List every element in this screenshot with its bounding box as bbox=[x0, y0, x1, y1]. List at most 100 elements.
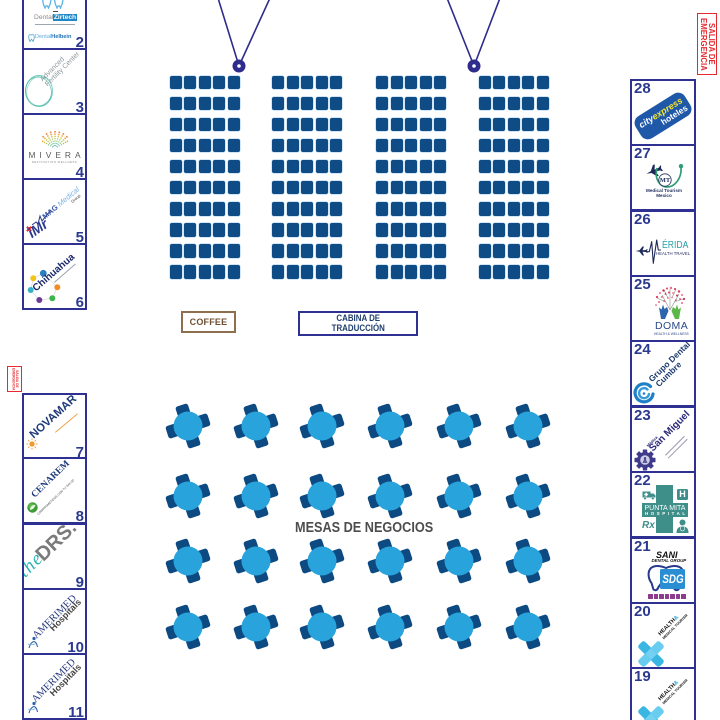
seat bbox=[286, 76, 299, 90]
seat bbox=[493, 76, 506, 90]
seat bbox=[227, 160, 240, 174]
foliage-dot bbox=[671, 296, 673, 299]
seat bbox=[286, 97, 299, 111]
seat bbox=[390, 181, 403, 195]
table-top bbox=[513, 411, 543, 441]
booth-26: ÉRIDA HEALTH TRAVEL 26 bbox=[630, 210, 696, 277]
seat bbox=[522, 223, 535, 237]
logo-punta-mita-subtitle: HOSPITAL bbox=[644, 511, 688, 516]
cross-shape bbox=[26, 226, 32, 232]
fan-dot bbox=[56, 145, 57, 147]
business-table bbox=[233, 538, 279, 584]
leaf-shape bbox=[30, 504, 36, 510]
fan-dot bbox=[50, 133, 53, 136]
projector-beam-line bbox=[238, 0, 270, 67]
seat bbox=[330, 181, 343, 195]
seat bbox=[286, 223, 299, 237]
seat bbox=[434, 139, 447, 153]
seat bbox=[390, 118, 403, 132]
emergency-exit-label: SALIDA DE EMERGENCIA bbox=[11, 367, 20, 391]
foliage-dot bbox=[658, 301, 660, 303]
seat bbox=[478, 139, 491, 153]
seat bbox=[522, 76, 535, 90]
seat bbox=[536, 160, 549, 174]
figure-head bbox=[32, 701, 36, 706]
fan-dot bbox=[45, 133, 48, 136]
table-top bbox=[241, 612, 271, 642]
seat bbox=[493, 97, 506, 111]
ambulance-wheel bbox=[651, 496, 655, 500]
booth-number: 26 bbox=[634, 211, 651, 228]
business-table bbox=[165, 403, 211, 449]
seat bbox=[376, 181, 388, 195]
booth-number: 28 bbox=[634, 80, 651, 97]
fan-dot bbox=[55, 145, 57, 147]
seat bbox=[213, 160, 226, 174]
table-top bbox=[173, 411, 203, 441]
business-table bbox=[505, 604, 551, 650]
seat bbox=[301, 118, 314, 132]
gear-icon bbox=[634, 449, 656, 471]
logo-mivera-title: MIVERA bbox=[28, 150, 85, 160]
logo-dental-helbein: DentalHelbein bbox=[35, 33, 71, 41]
logo-merida-subtitle: HEALTH TRAVEL bbox=[656, 250, 691, 256]
projector-point-center bbox=[472, 64, 476, 68]
seat bbox=[272, 265, 284, 279]
teeth-icon bbox=[42, 0, 64, 9]
logo-merida-title: ÉRIDA bbox=[662, 239, 689, 252]
booth-number: 10 bbox=[67, 639, 84, 655]
fan-dot bbox=[60, 144, 63, 146]
seat bbox=[213, 76, 226, 90]
seat bbox=[536, 265, 549, 279]
logo-tagline-line bbox=[35, 23, 75, 25]
logo-advanced-fertility-center: Advanced Fertility Center bbox=[39, 50, 81, 88]
fan-dot bbox=[49, 139, 51, 141]
logo-mag-medical: MAGMedical bbox=[41, 185, 82, 221]
booth-11: AMERIMED Hospitals 11 bbox=[22, 653, 87, 720]
table-top bbox=[513, 612, 543, 642]
hospital-h-icon: H bbox=[677, 489, 688, 500]
fan-dot bbox=[57, 146, 58, 148]
seat bbox=[198, 202, 211, 216]
emergency-exit-line: EMERGENCIA bbox=[11, 367, 16, 391]
logo-word-highlight: Zirtech bbox=[53, 14, 77, 21]
logo-sani-title: SANI bbox=[656, 549, 678, 560]
translation-booth: CABINA DE TRADUCCIÓN bbox=[298, 311, 418, 336]
fan-dot bbox=[61, 140, 63, 143]
logo-dental-zirtech: DentalZirtech bbox=[34, 14, 77, 22]
table-top bbox=[375, 411, 405, 441]
booth-24: Grupo Dental Cumbre 24 bbox=[630, 340, 696, 407]
fan-dot bbox=[51, 136, 53, 138]
seat bbox=[301, 202, 314, 216]
seat bbox=[315, 265, 328, 279]
table-top bbox=[173, 546, 203, 576]
seat bbox=[419, 76, 432, 90]
seat bbox=[330, 265, 343, 279]
seat bbox=[272, 76, 284, 90]
fan-dot bbox=[49, 142, 51, 144]
fan-dot bbox=[54, 130, 56, 133]
foliage-dot bbox=[676, 294, 678, 297]
booth-number: 6 bbox=[75, 294, 84, 310]
logo-doma-subtitle: HEALTH & WELLNESS bbox=[654, 331, 689, 336]
seat bbox=[286, 202, 299, 216]
seat bbox=[405, 97, 418, 111]
fan-dot bbox=[50, 141, 52, 143]
seat bbox=[478, 244, 491, 258]
seat bbox=[478, 97, 491, 111]
purple-circle bbox=[36, 297, 43, 303]
seat bbox=[330, 76, 343, 90]
projector-right-icon bbox=[446, 0, 501, 73]
foliage-dot bbox=[669, 286, 673, 290]
business-table bbox=[299, 604, 345, 650]
icon-outer-arc bbox=[633, 382, 655, 404]
tooth-outline bbox=[28, 33, 35, 42]
fan-dot bbox=[58, 131, 61, 134]
fan-dot bbox=[62, 133, 65, 136]
booth-21: SANI DENTAL GROUP SDG 21 bbox=[630, 537, 696, 604]
dental-cumbre-icon bbox=[633, 382, 655, 404]
logo-word: Dental bbox=[35, 33, 52, 40]
seat bbox=[286, 139, 299, 153]
icon-center-dot bbox=[642, 392, 646, 395]
